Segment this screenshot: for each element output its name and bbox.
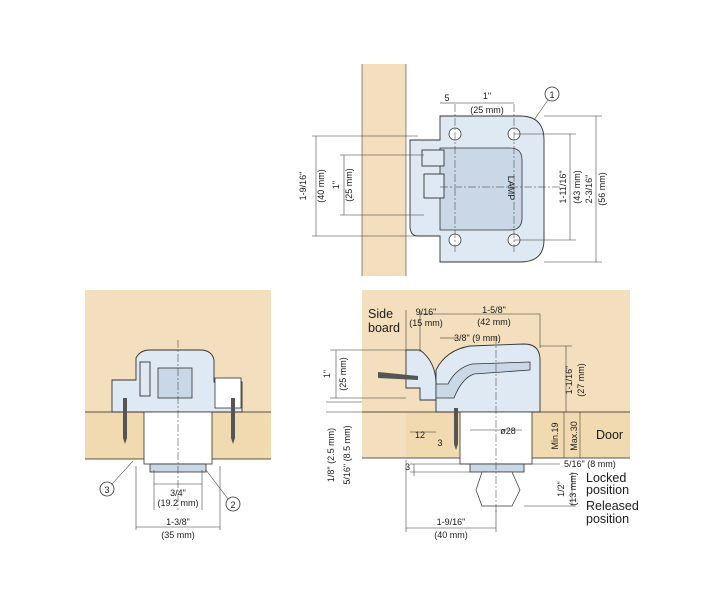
screw (378, 372, 418, 380)
dim-label: 5/16" (8.5 mm) (342, 425, 352, 484)
dim-label: 1/8" (2.5 mm) (326, 428, 336, 482)
dim-label: ø28 (500, 426, 516, 436)
side-board-plan (362, 64, 406, 276)
dim-label: 1" (322, 370, 332, 378)
dim-label: Min.19 (550, 422, 560, 449)
dim-label: (13 mm) (568, 472, 578, 506)
dim-label: 5/16" (8 mm) (564, 459, 616, 469)
latch-bottom (469, 463, 525, 473)
dim-label: (40 mm) (434, 530, 468, 540)
front-view: 3/4" (19.2 mm) 1-3/8" (35 mm) 3 2 (85, 290, 271, 540)
dim-label: 1" (331, 181, 341, 189)
dim-label: 9/16" (416, 307, 437, 317)
side-board-label: Side (368, 307, 393, 321)
screw-head-housing (214, 377, 242, 409)
dim-label: (56 mm) (597, 172, 607, 206)
locked-position-label: position (586, 483, 629, 497)
latch-tab (139, 361, 151, 397)
door-label: Door (596, 428, 623, 442)
dim-label: (35 mm) (161, 530, 195, 540)
catch-section (405, 349, 437, 401)
dim-label: 1/2" (556, 481, 566, 497)
dim-label: 3 (437, 438, 442, 448)
dim-label: 1-9/16" (437, 517, 466, 527)
catch-hook (421, 149, 445, 167)
side-board-label: board (368, 321, 400, 335)
dim-label: 3 (405, 462, 410, 472)
callout-circle (544, 86, 560, 102)
latch-knob (157, 367, 193, 399)
release-button (475, 471, 521, 507)
catch-body (439, 147, 523, 231)
dim-label: 1-11/16" (558, 170, 568, 203)
callout-label: 1 (549, 90, 554, 100)
dim-label: (25 mm) (470, 105, 504, 115)
dim-label: 3/8" (9 mm) (454, 333, 501, 343)
dim-label: (40 mm) (316, 169, 326, 203)
latch-section (435, 343, 541, 413)
callout-circle (99, 481, 115, 497)
dim-label: 2-3/16" (584, 175, 594, 204)
latch-arm (435, 361, 531, 399)
screw (123, 398, 127, 444)
catch-tongue (423, 173, 445, 199)
dim-label: (19.2 mm) (157, 498, 198, 508)
dim-label: 1" (483, 91, 491, 101)
dim-label: 3/4" (170, 488, 186, 498)
dim-label: (43 mm) (572, 170, 582, 204)
side-view: Side board Door 9/16" (15 mm) 1-5/8" (42… (322, 290, 639, 540)
callout-circle (225, 496, 241, 512)
dim-label: (42 mm) (477, 317, 511, 327)
brand-logo: LAMP (506, 176, 516, 201)
screw (454, 408, 458, 450)
top-view: LAMP 5 1" (25 mm) 1 1-9/16" (40 mm) 1" (… (298, 64, 607, 276)
dim-label: 12 (415, 430, 425, 440)
callout-label: 2 (230, 500, 235, 510)
locked-position-label: Locked (586, 471, 626, 485)
dim-label: (25 mm) (344, 168, 354, 202)
dim-label: 1-1/16" (564, 366, 574, 395)
dim-label: 1-9/16" (298, 172, 308, 201)
dim-label: Max.30 (569, 421, 579, 451)
released-position-label: position (586, 512, 629, 526)
released-position-label: Released (586, 499, 639, 513)
dim-label: 1-5/8" (482, 305, 506, 315)
screw (231, 398, 235, 444)
callout-label: 3 (104, 485, 109, 495)
dim-label: 5 (444, 93, 449, 103)
dim-label: (27 mm) (576, 363, 586, 397)
dim-label: 1-3/8" (166, 517, 190, 527)
dim-label: (15 mm) (409, 318, 443, 328)
dim-label: (25 mm) (338, 357, 348, 391)
